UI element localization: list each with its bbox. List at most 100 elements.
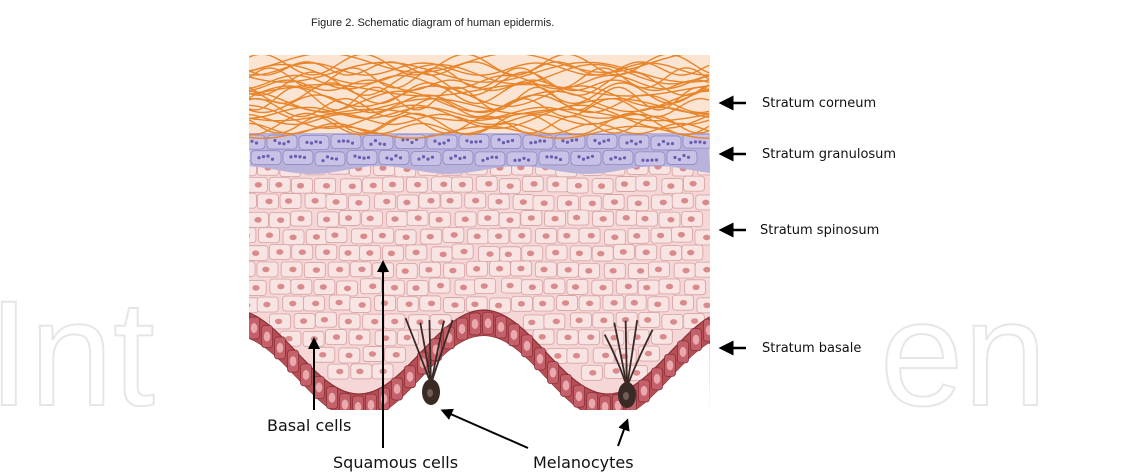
spinosum-nucleus bbox=[252, 285, 259, 291]
granule bbox=[682, 154, 685, 157]
granule bbox=[278, 142, 281, 145]
melanocyte-nucleus bbox=[623, 392, 629, 400]
spinosum-nucleus bbox=[587, 334, 594, 340]
spinosum-nucleus bbox=[484, 215, 491, 221]
spinosum-nucleus bbox=[552, 250, 559, 256]
granule bbox=[289, 155, 292, 158]
granule bbox=[442, 141, 445, 144]
granulosum-cell bbox=[395, 134, 425, 148]
granule bbox=[479, 140, 482, 143]
granulosum-cell bbox=[411, 152, 441, 166]
label-stratum-basale: Stratum basale bbox=[726, 341, 861, 356]
spinosum-nucleus bbox=[481, 283, 488, 289]
spinosum-nucleus bbox=[688, 216, 695, 222]
stratum-corneum-layer bbox=[249, 53, 710, 138]
granule bbox=[298, 155, 301, 158]
granule bbox=[490, 156, 493, 159]
granulosum-cell bbox=[619, 135, 649, 149]
granule bbox=[486, 157, 489, 160]
granule bbox=[463, 156, 466, 159]
spinosum-nucleus bbox=[666, 284, 673, 290]
spinosum-nucleus bbox=[613, 368, 620, 374]
spinosum-nucleus bbox=[600, 216, 607, 222]
spinosum-nucleus bbox=[643, 285, 650, 291]
spinosum-nucleus bbox=[597, 251, 604, 257]
spinosum-nucleus bbox=[655, 267, 662, 273]
spinosum-nucleus bbox=[563, 233, 570, 239]
spinosum-nucleus bbox=[689, 181, 696, 187]
basal-nucleus bbox=[550, 368, 557, 378]
granule bbox=[634, 142, 637, 145]
spinosum-nucleus bbox=[460, 249, 467, 255]
spinosum-nucleus bbox=[446, 198, 453, 204]
spinosum-nucleus bbox=[389, 182, 396, 188]
granule bbox=[417, 157, 420, 160]
spinosum-nucleus bbox=[643, 181, 650, 187]
spinosum-nucleus bbox=[391, 319, 398, 325]
granule bbox=[566, 141, 569, 144]
spinosum-nucleus bbox=[588, 233, 595, 239]
spinosum-nucleus bbox=[345, 215, 352, 221]
granule bbox=[273, 139, 276, 142]
spinosum-cell bbox=[237, 298, 258, 313]
spinosum-nucleus bbox=[323, 183, 330, 189]
granule bbox=[257, 156, 260, 159]
granule bbox=[474, 140, 477, 143]
spinosum-nucleus bbox=[485, 181, 492, 187]
granulosum-cell bbox=[427, 135, 457, 149]
spinosum-nucleus bbox=[542, 233, 549, 239]
spinosum-nucleus bbox=[427, 198, 434, 204]
spinosum-nucleus bbox=[367, 216, 374, 222]
basal-nucleus bbox=[277, 343, 284, 353]
spinosum-nucleus bbox=[383, 199, 390, 205]
spinosum-nucleus bbox=[551, 283, 558, 289]
spinosum-nucleus bbox=[518, 233, 525, 239]
spinosum-cell bbox=[235, 228, 256, 243]
spinosum-nucleus bbox=[366, 250, 373, 256]
spinosum-nucleus bbox=[285, 198, 292, 204]
spinosum-nucleus bbox=[412, 285, 419, 291]
spinosum-nucleus bbox=[576, 250, 583, 256]
granule bbox=[687, 156, 690, 159]
spinosum-nucleus bbox=[451, 302, 458, 308]
granule bbox=[538, 139, 541, 142]
spinosum-nucleus bbox=[265, 199, 272, 205]
basal-nucleus bbox=[290, 356, 297, 366]
granule bbox=[534, 141, 537, 144]
spinosum-nucleus bbox=[621, 181, 628, 187]
spinosum-nucleus bbox=[518, 301, 525, 307]
granule bbox=[506, 140, 509, 143]
spinosum-nucleus bbox=[575, 183, 582, 189]
spinosum-nucleus bbox=[437, 283, 444, 289]
spinosum-nucleus bbox=[620, 249, 627, 255]
spinosum-nucleus bbox=[554, 353, 561, 359]
basal-nucleus bbox=[667, 360, 674, 370]
spinosum-nucleus bbox=[449, 268, 456, 274]
granule bbox=[346, 140, 349, 143]
granule bbox=[271, 158, 274, 161]
granule bbox=[367, 156, 370, 159]
granule bbox=[438, 142, 441, 145]
granule bbox=[582, 158, 585, 161]
spinosum-nucleus bbox=[297, 216, 304, 222]
spinosum-nucleus bbox=[243, 232, 250, 238]
granulosum-cell bbox=[363, 135, 393, 149]
spinosum-nucleus bbox=[356, 335, 363, 341]
spinosum-nucleus bbox=[460, 285, 467, 291]
granule bbox=[609, 157, 612, 160]
spinosum-nucleus bbox=[243, 302, 250, 308]
spinosum-nucleus bbox=[654, 301, 661, 307]
watermark-right: en bbox=[880, 269, 1047, 437]
layer-label-text: Stratum spinosum bbox=[760, 223, 879, 238]
spinosum-nucleus bbox=[703, 267, 710, 273]
spinosum-nucleus bbox=[598, 183, 605, 189]
label-stratum-spinosum: Stratum spinosum bbox=[726, 223, 879, 238]
granule bbox=[266, 155, 269, 158]
granule bbox=[639, 140, 642, 143]
spinosum-nucleus bbox=[541, 200, 548, 206]
spinosum-nucleus bbox=[289, 267, 296, 273]
spinosum-nucleus bbox=[332, 199, 339, 205]
granule bbox=[641, 159, 644, 162]
spinosum-nucleus bbox=[625, 284, 632, 290]
spinosum-nucleus bbox=[657, 233, 664, 239]
